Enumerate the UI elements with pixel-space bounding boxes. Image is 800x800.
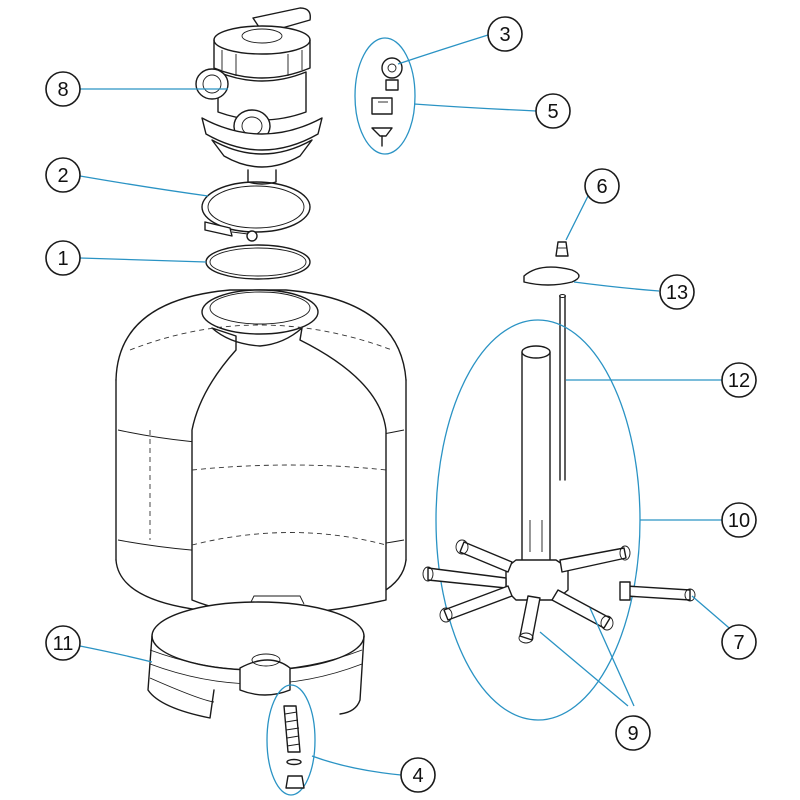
svg-text:1: 1: [57, 248, 68, 270]
callout-13: 13: [659, 274, 695, 310]
part-air-tube: [559, 294, 566, 481]
svg-text:5: 5: [547, 101, 558, 123]
leader-9a: [539, 631, 629, 707]
leader-3: [397, 34, 489, 65]
svg-text:6: 6: [596, 176, 607, 198]
callout-4: 4: [400, 757, 436, 793]
callout-7: 7: [721, 624, 757, 660]
svg-text:9: 9: [627, 723, 638, 745]
part-manometer-kit: [354, 37, 416, 155]
svg-text:7: 7: [733, 632, 744, 654]
svg-text:13: 13: [666, 282, 688, 304]
leader-4: [311, 755, 402, 776]
part-filter-tank: [115, 289, 407, 615]
part-air-release: [555, 241, 569, 257]
leader-13: [573, 281, 660, 292]
callout-2: 2: [45, 157, 81, 193]
svg-text:12: 12: [728, 370, 750, 392]
leader-2: [79, 175, 209, 197]
leader-lines: [79, 34, 744, 776]
callout-8: 8: [45, 71, 81, 107]
svg-text:11: 11: [53, 633, 74, 655]
part-o-ring: [205, 244, 311, 280]
callout-3: 3: [487, 16, 523, 52]
svg-text:10: 10: [728, 510, 750, 532]
part-drain-kit: [266, 684, 316, 796]
leader-9b: [589, 607, 635, 707]
callout-5: 5: [535, 93, 571, 129]
svg-text:3: 3: [499, 24, 510, 46]
part-multiport-valve: [195, 7, 323, 185]
part-clip: [523, 266, 580, 286]
callout-12: 12: [721, 362, 757, 398]
leader-5: [413, 103, 537, 112]
svg-text:8: 8: [57, 79, 68, 101]
callout-10: 10: [721, 502, 757, 538]
leader-1: [79, 257, 207, 263]
callout-9: 9: [615, 715, 651, 751]
svg-text:2: 2: [57, 165, 68, 187]
part-base: [147, 601, 365, 719]
svg-text:4: 4: [412, 765, 423, 787]
callout-6: 6: [584, 168, 620, 204]
callout-11: 11: [45, 625, 81, 661]
part-clamp: [201, 181, 311, 242]
leader-11: [79, 645, 153, 663]
callout-1: 1: [45, 240, 81, 276]
